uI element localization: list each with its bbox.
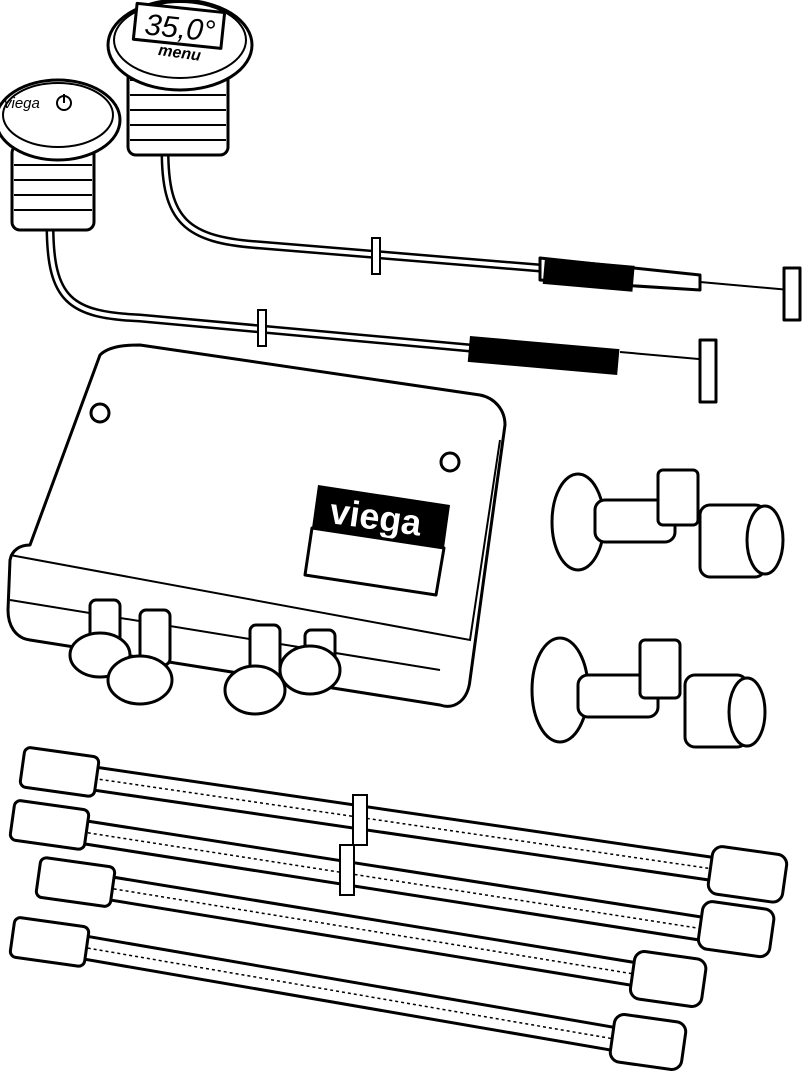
power-icon [56, 94, 72, 111]
braided-hose-3 [34, 856, 708, 1008]
length-break-marks [339, 794, 368, 896]
display-button-cable [160, 145, 802, 322]
menu-label: menu [157, 42, 202, 65]
braided-hose-4 [8, 916, 688, 1071]
braided-hose-1 [18, 746, 789, 904]
display-value: 35,0° [143, 8, 216, 48]
power-button-brand: viega [4, 95, 40, 112]
braided-hose-2 [8, 799, 776, 959]
box-connectors [68, 598, 342, 716]
angle-valve-bottom [530, 636, 767, 749]
angle-valve-top [550, 468, 785, 579]
power-button-cable [45, 220, 718, 404]
display-button: 35,0° menu [106, 0, 254, 157]
control-box: viega [6, 343, 507, 716]
power-button: viega [0, 78, 122, 232]
